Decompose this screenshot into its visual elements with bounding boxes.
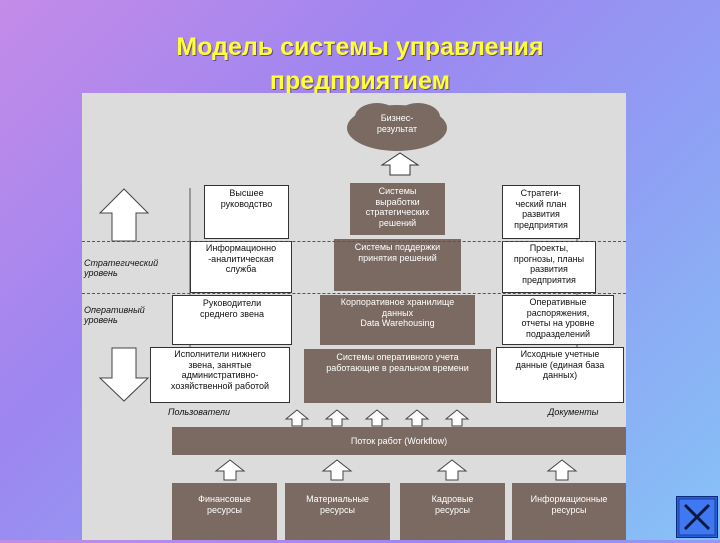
- resource-material-label: Материальные ресурсы: [306, 494, 369, 515]
- operative-level-label: Оперативный уровень: [84, 305, 145, 325]
- cloud-puff: [396, 103, 440, 131]
- up-arrow-icon: [214, 459, 578, 481]
- up-arrow-icon: [98, 188, 150, 242]
- pyramid-level-3: [320, 295, 475, 345]
- slide-title: Модель системы управления предприятием: [0, 30, 720, 98]
- top-management-label: Высшее руководство: [220, 188, 273, 209]
- resource-material: [285, 483, 390, 540]
- title-line-1: Модель системы управления: [176, 33, 544, 61]
- decision-support-systems: Системы поддержки принятия решений: [354, 242, 441, 263]
- resource-financial: [172, 483, 277, 540]
- operative-orders-box: [502, 295, 614, 345]
- up-arrow-icon: [380, 152, 420, 176]
- strategic-plan-label: Стратеги- ческий план развития предприят…: [514, 188, 568, 230]
- operative-level-divider: [82, 293, 626, 294]
- resource-hr-label: Кадровые ресурсы: [431, 494, 474, 515]
- diagram-panel: Бизнес- результат Системы выработки стра…: [82, 93, 626, 540]
- middle-managers-box: [172, 295, 292, 345]
- workflow-bar: [172, 427, 626, 455]
- users-label: Пользователи: [168, 407, 231, 417]
- analytic-service-box: [190, 241, 292, 293]
- documents-label: Документы: [548, 407, 599, 417]
- resource-information-label: Информационные ресурсы: [530, 494, 608, 515]
- diagram-shapes: [98, 103, 578, 481]
- pyramid-level-4: [304, 349, 491, 403]
- close-button[interactable]: [676, 496, 718, 538]
- business-result-label: Бизнес- результат: [376, 113, 418, 134]
- pyramid-level-2: [334, 239, 461, 291]
- resource-hr: [400, 483, 505, 540]
- projects-box: [502, 241, 596, 293]
- pyramid-level-1: [350, 183, 445, 235]
- top-management-box: [204, 185, 289, 239]
- close-icon: [676, 496, 718, 538]
- resource-information: [512, 483, 626, 540]
- resource-financial-label: Финансовые ресурсы: [198, 494, 251, 515]
- strategic-level-divider: [82, 241, 626, 242]
- workflow-label: Поток работ (Workflow): [350, 436, 448, 446]
- source-data-box: [496, 347, 624, 403]
- up-arrow-icon: [284, 409, 470, 427]
- projects-label: Проекты, прогнозы, планы развития предпр…: [513, 243, 585, 285]
- analytic-service-label: Информационно -аналитическая служба: [205, 243, 277, 274]
- cloud-puff: [355, 103, 399, 131]
- operative-orders-label: Оперативные распоряжения, отчеты на уров…: [521, 297, 595, 339]
- lower-executives-box: [150, 347, 290, 403]
- down-arrow-icon: [98, 347, 150, 402]
- middle-managers-label: Руководители среднего звена: [200, 298, 264, 319]
- strategic-level-label: Стратегический уровень: [84, 258, 159, 278]
- strategic-decisions-systems: Системы выработки стратегических решений: [365, 186, 430, 228]
- data-warehouse: Корпоративное хранилище данных Data Ware…: [340, 297, 455, 328]
- source-data-label: Исходные учетные данные (единая база дан…: [515, 349, 605, 380]
- realtime-accounting-systems: Системы оперативного учета работающие в …: [326, 352, 469, 373]
- lower-executives-label: Исполнители нижнего звена, занятые админ…: [170, 349, 270, 391]
- strategic-plan-box: [502, 185, 580, 239]
- title-line-2: предприятием: [269, 67, 451, 95]
